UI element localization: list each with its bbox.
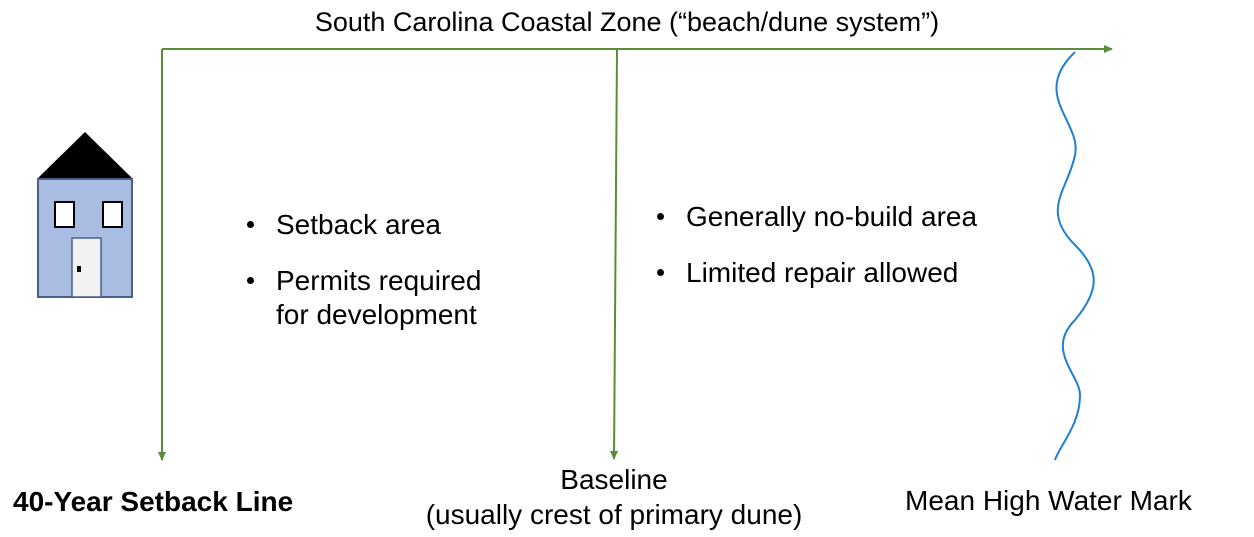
setback-line-label: 40-Year Setback Line: [13, 486, 294, 517]
mean-high-water-label: Mean High Water Mark: [905, 485, 1192, 516]
baseline-arrow: [610, 48, 619, 460]
house-doorknob: [77, 266, 81, 272]
setback-area-bullet: Setback area: [238, 208, 481, 242]
no-build-bullet: Generally no-build area: [648, 200, 977, 234]
house-window-right: [102, 201, 123, 228]
limited-repair-bullet: Limited repair allowed: [648, 256, 977, 290]
water-mark-wave: [1054, 51, 1095, 461]
no-build-area-list: Generally no-build area Limited repair a…: [648, 200, 977, 312]
baseline-sublabel: (usually crest of primary dune): [425, 499, 803, 530]
coastal-zone-title: South Carolina Coastal Zone (“beach/dune…: [314, 7, 940, 37]
house-door: [71, 237, 102, 298]
setback-area-list: Setback area Permits required for develo…: [238, 208, 481, 354]
house-window-left: [54, 201, 75, 228]
permits-bullet-text: Permits required for development: [276, 265, 482, 330]
baseline-label: Baseline: [560, 464, 668, 495]
house-icon: [37, 132, 133, 298]
roof-shape: [38, 132, 132, 178]
permits-bullet: Permits required for development: [238, 264, 481, 332]
